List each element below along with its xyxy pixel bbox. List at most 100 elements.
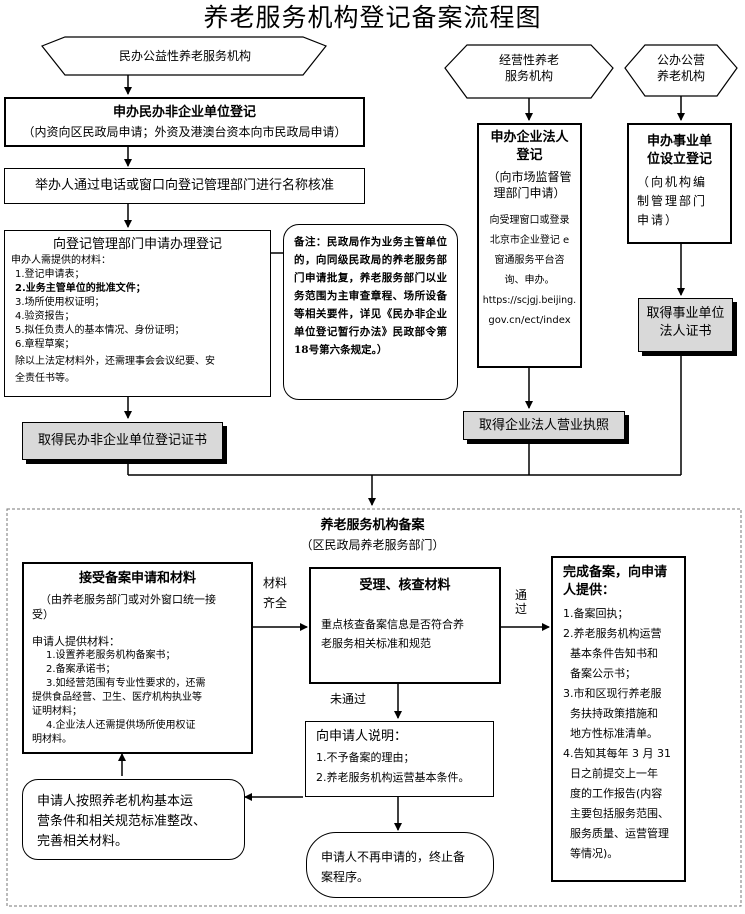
note-box: 备注：民政局作为业务主管单位的，向同级民政局的养老服务部门申请批复，养老服务部门… <box>283 224 458 400</box>
done-item: 务扶持政策措施和 <box>563 707 658 720</box>
step-a3-item: 3.场所使用权证明； <box>15 297 105 308</box>
step-b1-box: 申办企业法人 登记 （向市场监督管 理部门申请） 向受理窗口或登录 北京市企业登… <box>477 123 582 368</box>
result-c-box: 取得事业单位 法人证书 <box>638 298 733 352</box>
step-b1-desc: 北京市企业登记 e <box>489 235 570 246</box>
done-title: 人提供： <box>563 583 616 598</box>
accept-item: 1.设置养老服务机构备案书； <box>46 650 176 661</box>
step-a3-item: 4.验资报告； <box>15 311 75 322</box>
result-b-box: 取得企业法人营业执照 <box>463 411 625 440</box>
done-item: 1.备案回执； <box>563 607 629 620</box>
filing-container <box>6 508 742 907</box>
explain-item: 1.不予备案的理由； <box>316 751 415 764</box>
step-b1-link[interactable]: gov.cn/ect/index <box>488 315 571 326</box>
result-a-text: 取得民办非企业单位登记证书 <box>37 433 207 448</box>
header-a-shape <box>41 36 327 76</box>
label-complete: 材料 齐全 <box>263 573 299 613</box>
review-title: 受理、核查材料 <box>359 578 451 593</box>
header-c-line: 养老机构 <box>656 69 705 83</box>
step-c1-title: 申办事业单 <box>646 134 712 149</box>
accept-item: 3.如经营范围有专业性要求的，还需 <box>46 678 206 689</box>
step-c1-sub: （向机构编 <box>637 175 708 189</box>
page-title: 养老服务机构登记备案流程图 <box>203 3 542 32</box>
header-b-line: 服务机构 <box>504 69 553 83</box>
explain-box: 向申请人说明： 1.不予备案的理由； 2.养老服务机构运营基本条件。 <box>305 721 494 797</box>
label-pass: 通过 <box>515 588 528 616</box>
header-b-line: 经营性养老 <box>498 53 559 67</box>
header-c-label: 公办公营 养老机构 <box>640 52 722 84</box>
accept-item: 证明材料； <box>32 706 82 717</box>
review-box: 受理、核查材料 重点核查备案信息是否符合养 老服务相关标准和规范 <box>309 567 501 684</box>
step-b1-desc: 向受理窗口或登录 <box>489 215 570 226</box>
filing-title: 养老服务机构备案 <box>320 518 425 533</box>
done-title: 完成备案，向申请 <box>563 565 668 580</box>
rectify-line: 完善相关材料。 <box>37 834 129 849</box>
step-c1-title: 位设立登记 <box>646 152 712 167</box>
accept-item: 4.企业法人还需提供场所使用权证 <box>46 720 196 731</box>
terminate-box: 申请人不再申请的，终止备 案程序。 <box>306 832 494 898</box>
done-item: 等情况)。 <box>563 847 619 860</box>
rectify-line: 申请人按照养老机构基本运 <box>37 794 194 809</box>
header-b-shape <box>444 44 614 99</box>
step-a1-sub: （内资向区民政局申请；外资及港澳台资本向市民政局申请） <box>22 125 347 139</box>
label-complete-line: 齐全 <box>263 596 288 610</box>
step-a3-item: 6.章程草案； <box>15 339 75 350</box>
filing-sub: （区民政局养老服务部门） <box>300 538 445 552</box>
terminate-line: 案程序。 <box>321 870 370 884</box>
review-desc: 重点核查备案信息是否符合养 <box>321 618 464 631</box>
step-a3-item: 除以上法定材料外，还需理事会会议纪要、安 <box>15 356 215 367</box>
accept-sub: 受） <box>32 608 54 621</box>
result-a-box: 取得民办非企业单位登记证书 <box>22 422 223 460</box>
done-box: 完成备案，向申请 人提供： 1.备案回执； 2.养老服务机构运营 基本条件告知书… <box>551 556 686 882</box>
step-a3-item: 2.业务主管单位的批准文件； <box>15 283 146 294</box>
done-item: 4.告知其每年 3 月 31 <box>563 747 671 760</box>
done-item: 3.市和区现行养老服 <box>563 687 662 700</box>
step-a1-title: 申办民办非企业单位登记 <box>112 105 256 120</box>
review-desc: 老服务相关标准和规范 <box>321 637 431 650</box>
step-b1-link[interactable]: https://scjgj.beijing. <box>482 295 577 306</box>
step-a3-box: 向登记管理部门申请办理登记 申办人需提供的材料： 1.登记申请表； 2.业务主管… <box>4 230 271 397</box>
step-a3-item: 5.拟任负责人的基本情况、身份证明； <box>15 325 185 336</box>
accept-item: 明材料。 <box>32 734 72 745</box>
step-b1-title: 申办企业法人 <box>490 130 569 145</box>
step-c1-box: 申办事业单 位设立登记 （向机构编 制管理部门 申请） <box>627 123 732 244</box>
step-a2-box: 举办人通过电话或窗口向登记管理部门进行名称核准 <box>4 168 365 204</box>
step-a1-box: 申办民办非企业单位登记 （内资向区民政局申请；外资及港澳台资本向市民政局申请） <box>4 97 365 147</box>
done-item: 服务质量、运营管理 <box>563 827 669 840</box>
accept-intro: 申请人提供材料： <box>32 635 120 648</box>
accept-item: 提供食品经营、卫生、医疗机构执业等 <box>32 692 202 703</box>
explain-title: 向申请人说明： <box>316 729 408 744</box>
accept-sub: （由养老服务部门或对外窗口统一接 <box>40 593 216 606</box>
done-item: 基本条件告知书和 <box>563 647 658 660</box>
step-b1-desc: 窗通服务平台咨 <box>494 255 565 266</box>
header-c-line: 公办公营 <box>656 53 705 67</box>
header-b-label: 经营性养老 服务机构 <box>465 52 593 84</box>
label-fail: 未通过 <box>330 692 367 706</box>
step-c1-sub: 申请） <box>637 213 680 227</box>
label-complete-line: 材料 <box>263 576 288 590</box>
step-a3-intro: 申办人需提供的材料： <box>11 255 111 266</box>
step-a3-item: 全责任书等。 <box>15 373 75 384</box>
accept-item: 2.备案承诺书； <box>46 664 116 675</box>
step-a2-text: 举办人通过电话或窗口向登记管理部门进行名称核准 <box>34 178 334 193</box>
result-c-text: 取得事业单位 <box>646 306 725 321</box>
accept-box: 接受备案申请和材料 （由养老服务部门或对外窗口统一接 受） 申请人提供材料： 1… <box>22 562 253 754</box>
header-a-label: 民办公益性养老服务机构 <box>118 49 251 63</box>
done-item: 度的工作报告(内容 <box>563 787 663 800</box>
explain-item: 2.养老服务机构运营基本条件。 <box>316 771 470 784</box>
step-a3-item: 1.登记申请表； <box>15 269 85 280</box>
step-b1-sub: 理部门申请） <box>493 186 566 200</box>
done-item: 日之前提交上一年 <box>563 767 658 780</box>
step-b1-sub: （向市场监督管 <box>487 170 572 184</box>
rectify-box: 申请人按照养老机构基本运 营条件和相关规范标准整改、 完善相关材料。 <box>22 779 245 860</box>
header-c-shape <box>624 44 738 97</box>
result-b-text: 取得企业法人营业执照 <box>478 418 609 433</box>
done-item: 地方性标准清单。 <box>563 727 658 740</box>
done-item: 2.养老服务机构运营 <box>563 627 662 640</box>
terminate-line: 申请人不再申请的，终止备 <box>321 850 466 864</box>
result-c-text: 法人证书 <box>659 324 712 339</box>
done-item: 主要包括服务范围、 <box>563 807 669 820</box>
note-text: 备注：民政局作为业务主管单位的，向同级民政局的养老服务部门申请批复，养老服务部门… <box>294 236 447 356</box>
accept-title: 接受备案申请和材料 <box>78 571 196 586</box>
step-c1-sub: 制管理部门 <box>637 194 708 208</box>
